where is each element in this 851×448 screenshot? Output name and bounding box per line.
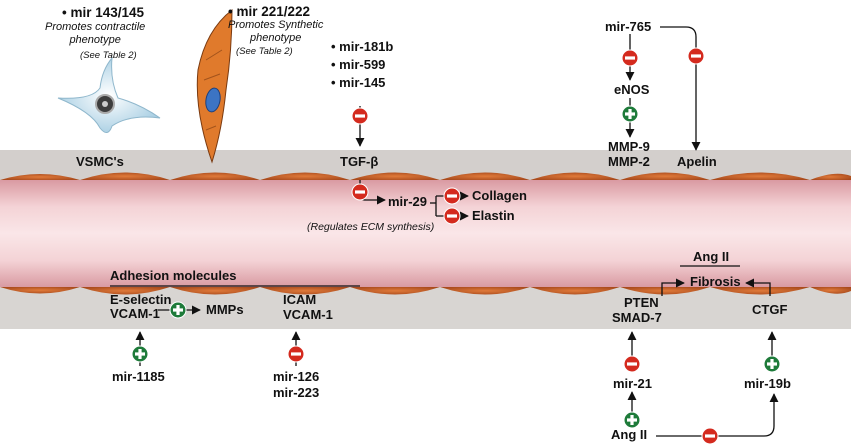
- label-regulates-ecm: (Regulates ECM synthesis): [307, 221, 435, 233]
- label-ctgf: CTGF: [752, 302, 788, 317]
- inhibit-icon: [443, 207, 461, 225]
- promote-icon: [131, 345, 149, 363]
- bottom-vessel-wall: [0, 287, 851, 329]
- inhibit-icon: [351, 183, 369, 201]
- label-mir-145: • mir-145: [331, 75, 386, 90]
- label-synthetic-phenotype: Promotes Synthetic phenotype: [228, 19, 324, 44]
- vessel-lumen: [0, 180, 851, 287]
- label-mir-29: mir-29: [388, 194, 428, 209]
- label-see-table-2: (See Table 2): [236, 46, 293, 57]
- promote-icon: [621, 105, 639, 123]
- label-mir-126: mir-126: [273, 369, 320, 384]
- label-elastin: Elastin: [472, 208, 515, 223]
- label-mir-21: mir-21: [613, 376, 653, 391]
- label-adhesion-molecules: Adhesion molecules: [110, 268, 237, 283]
- inhibit-icon: [687, 47, 705, 65]
- label-vcam-1-right: VCAM-1: [283, 307, 333, 322]
- label-mir-599: • mir-599: [331, 57, 386, 72]
- inhibit-icon: [351, 107, 369, 125]
- label-ang-ii-top: Ang II: [693, 249, 730, 264]
- inhibit-icon: [623, 355, 641, 373]
- contractile-vsmc-illustration: [57, 56, 161, 133]
- label-mir-143-145: • mir 143/145: [62, 5, 145, 20]
- label-see-table-1: (See Table 2): [80, 50, 137, 61]
- label-ang-ii-bottom: Ang II: [611, 427, 648, 442]
- label-mir-19b: mir-19b: [744, 376, 791, 391]
- label-apelin: Apelin: [677, 154, 717, 169]
- connector-lines: [110, 26, 779, 437]
- promote-icon: [623, 411, 641, 429]
- label-contractile-phenotype: Promotes contractile phenotype: [45, 21, 146, 46]
- label-enos: eNOS: [614, 82, 650, 97]
- label-mir-223: mir-223: [273, 385, 320, 400]
- label-mir-181b: • mir-181b: [331, 39, 394, 54]
- bottom-endothelial-cells: [0, 287, 851, 295]
- label-mir-765: mir-765: [605, 19, 652, 34]
- label-icam: ICAM: [283, 292, 317, 307]
- label-mmp-9: MMP-9: [608, 139, 650, 154]
- inhibit-badges: [287, 47, 719, 445]
- label-vcam-1-left: VCAM-1: [110, 306, 160, 321]
- top-endothelial-cells: [0, 172, 851, 180]
- label-fibrosis: Fibrosis: [690, 274, 741, 289]
- inhibit-icon: [287, 345, 305, 363]
- promote-badges: [131, 105, 781, 429]
- synthetic-vsmc-illustration: [196, 8, 233, 164]
- label-mir-221-222: • mir 221/222: [228, 4, 311, 19]
- label-smad-7: SMAD-7: [612, 310, 662, 325]
- label-e-selectin: E-selectin: [110, 292, 172, 307]
- label-vsmcs: VSMC's: [76, 154, 124, 169]
- label-pten: PTEN: [624, 295, 659, 310]
- label-tgf-beta: TGF-β: [340, 154, 379, 169]
- label-collagen: Collagen: [472, 188, 527, 203]
- promote-icon: [763, 355, 781, 373]
- promote-icon: [169, 301, 187, 319]
- label-mmp-2: MMP-2: [608, 154, 650, 169]
- inhibit-icon: [621, 49, 639, 67]
- inhibit-icon: [443, 187, 461, 205]
- label-mir-1185: mir-1185: [112, 369, 165, 384]
- inhibit-icon: [701, 427, 719, 445]
- label-mmps: MMPs: [206, 302, 244, 317]
